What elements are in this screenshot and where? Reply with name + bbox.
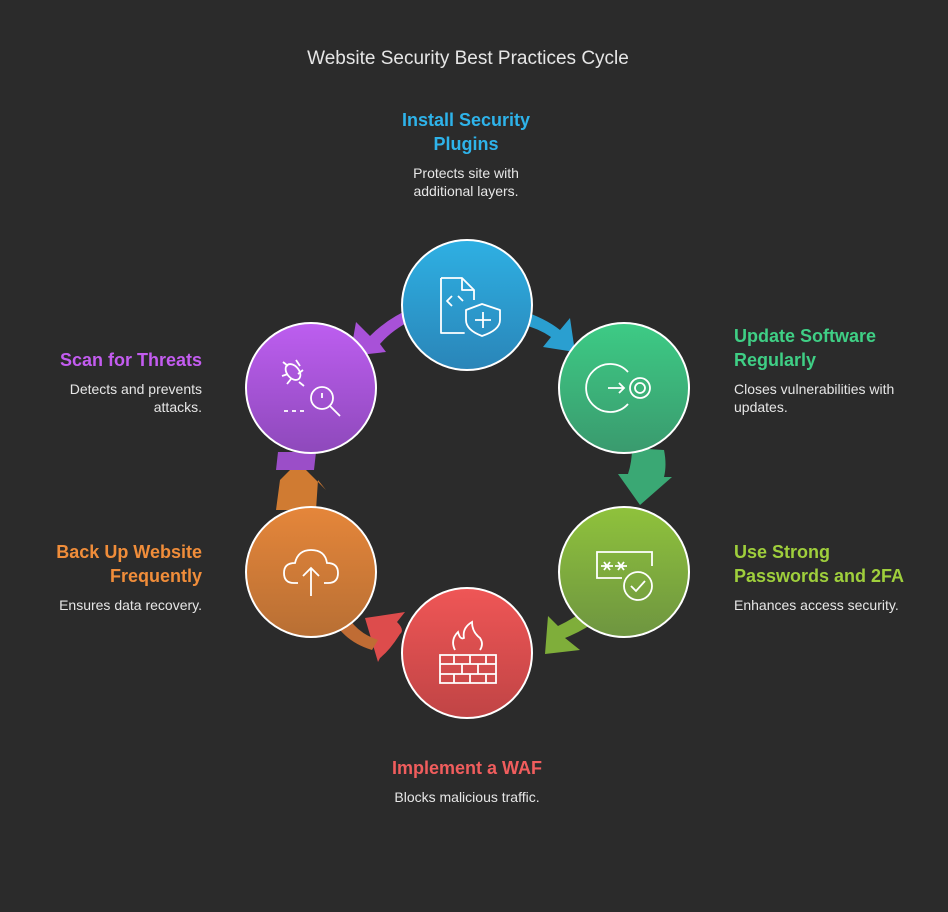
step-label-scan-threats: Scan for Threats Detects and prevents at…	[22, 348, 202, 416]
node-update-software	[558, 322, 690, 454]
arrow-waf-to-backup	[365, 612, 405, 662]
step-heading: Use Strong Passwords and 2FA	[734, 542, 905, 586]
arrow-update-to-passwords	[618, 448, 672, 505]
step-heading: Back Up Website Frequently	[56, 542, 202, 586]
node-implement-waf	[401, 587, 533, 719]
step-heading: Scan for Threats	[59, 350, 202, 370]
bug-search-icon	[281, 359, 341, 417]
arrow-target-icon	[585, 363, 651, 413]
diagram-title: Website Security Best Practices Cycle	[307, 48, 629, 69]
node-strong-passwords	[558, 506, 690, 638]
step-label-back-up: Back Up Website Frequently Ensures data …	[22, 540, 202, 614]
step-label-strong-passwords: Use Strong Passwords and 2FA Enhances ac…	[734, 540, 924, 614]
step-description: Blocks malicious traffic.	[394, 789, 540, 805]
step-label-implement-waf: Implement a WAF Blocks malicious traffic…	[357, 756, 577, 806]
node-scan-threats	[245, 322, 377, 454]
step-description: Ensures data recovery.	[59, 597, 202, 613]
step-heading: Implement a WAF	[391, 758, 543, 778]
arrow-backup-to-scan	[268, 462, 326, 510]
step-heading: Update Software Regularly	[734, 326, 877, 370]
password-check-icon	[596, 551, 653, 601]
node-install-plugins	[401, 239, 533, 371]
firewall-icon	[439, 620, 497, 684]
arrow-scan-to-plugins	[350, 308, 412, 356]
step-heading: Install Security Plugins	[401, 110, 531, 154]
step-description: Detects and prevents attacks.	[69, 381, 202, 415]
step-description: Enhances access security.	[734, 597, 899, 613]
step-description: Closes vulnerabilities with updates.	[734, 381, 895, 415]
file-shield-icon	[440, 277, 501, 337]
step-label-install-plugins: Install Security Plugins Protects site w…	[376, 108, 556, 200]
node-back-up	[245, 506, 377, 638]
cloud-upload-icon	[283, 549, 339, 596]
step-label-update-software: Update Software Regularly Closes vulnera…	[734, 324, 924, 416]
arrow-plugins-to-update	[520, 310, 575, 352]
step-description: Protects site with additional layers.	[413, 165, 519, 199]
